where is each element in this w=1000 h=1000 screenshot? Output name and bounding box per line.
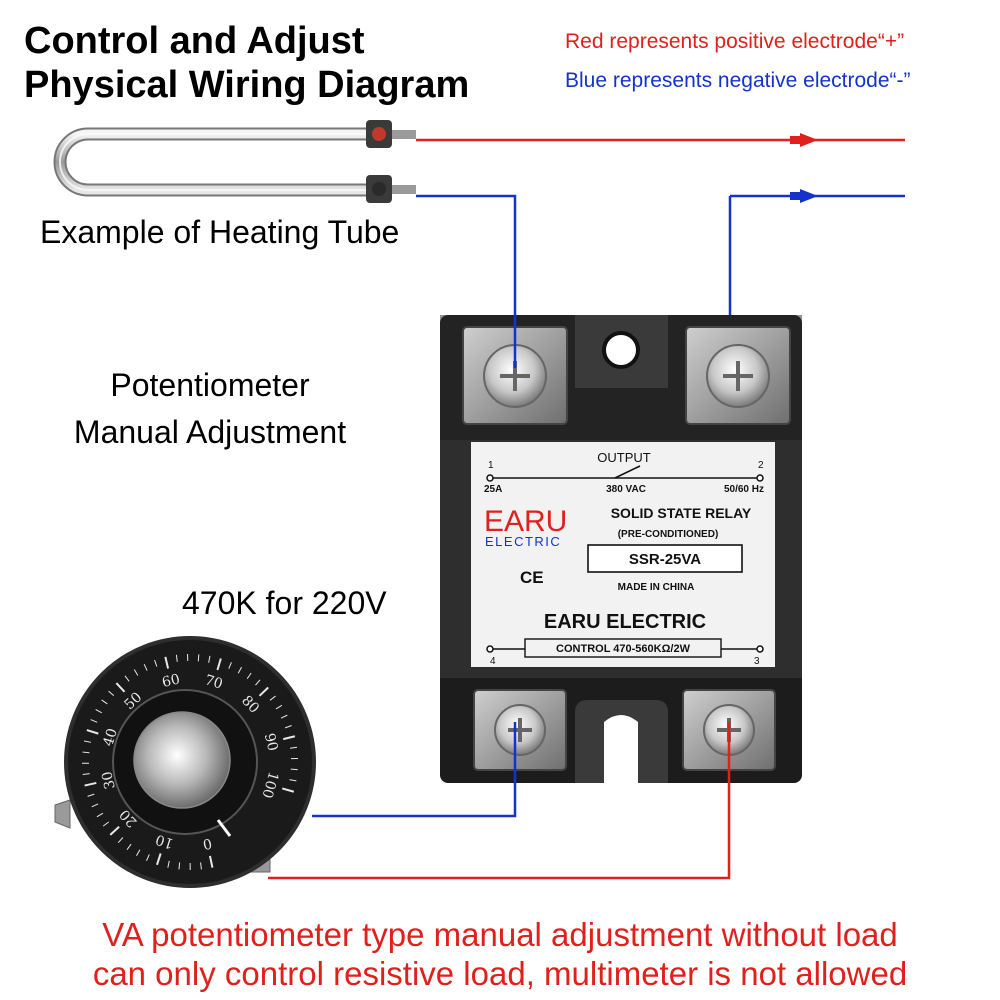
dial-tick [154,659,158,667]
dial-tick [109,825,120,836]
dial-tick [280,714,288,719]
ce-mark: CE [520,568,544,587]
potentiometer-label-line-2: Manual Adjustment [73,414,347,450]
dial-tick [136,849,141,857]
dial-tick [269,695,276,701]
heating-tube-label: Example of Heating Tube [40,214,400,250]
dial-tick [133,669,139,676]
dial-tick [282,735,296,741]
dial-scale-label: 70 [203,672,225,692]
dial-tick [282,787,295,793]
knob [133,711,231,809]
arrow-right-icon [800,189,818,203]
dial-tick [101,699,108,705]
legend-positive: Red represents positive electrode“+” [565,30,905,53]
dial-tick [284,725,292,729]
control-wire-positive [268,722,731,880]
relay-terminal-2-label: 2 [758,460,764,471]
dial-tick [246,672,252,680]
dial-tick [115,682,126,693]
solid-state-relay: OUTPUT 1 2 25A 380 VAC 50/60 Hz EARU ELE… [440,315,802,783]
dial-tick [237,666,243,674]
dial-tick [289,746,298,749]
dial-tick [200,862,202,870]
dial-tick [108,690,115,697]
dial-tick [82,751,90,754]
dial-tick [84,781,97,787]
made-in-label: MADE IN CHINA [618,582,695,593]
title-line-1: Control and Adjust [24,20,365,62]
dial-scale-label: 10 [154,831,176,852]
dial-tick [124,675,130,682]
relay-terminal-1-label: 1 [488,460,494,471]
earu-logo: EARU [484,505,567,538]
relay-voltage-rating: 380 VAC [606,484,646,495]
dial-scale-label: 90 [261,732,281,753]
warning-line-1: VA potentiometer type manual adjustment … [102,916,898,953]
warning-line-2: can only control resistive load, multime… [92,955,908,992]
dial-tick [258,686,269,697]
dial-tick [90,719,98,723]
legend-negative: Blue represents negative electrode“-” [565,69,911,92]
dial-tick [95,709,103,714]
relay-output-label: OUTPUT [597,450,651,465]
dial-scale-label: 100 [258,770,281,800]
dial-tick [102,821,110,827]
dial-tick [197,654,200,662]
dial-tick [83,740,92,743]
relay-maker-label: EARU ELECTRIC [544,611,706,633]
control-wire-negative [312,722,517,818]
relay-terminal-4-label: 4 [490,656,496,667]
knob-pointer [216,819,232,837]
rating-label: 470K for 220V [182,585,387,621]
dial-tick [91,803,99,808]
dial-tick [156,853,162,866]
dial-tick [143,664,148,671]
dial-tick [87,793,95,797]
dial-tick [255,679,261,686]
dial-tick [178,862,181,870]
dial-tick [216,658,222,671]
dial-tick [146,854,150,862]
dial-tick [208,855,214,868]
load-wire [416,194,517,368]
dial-tick [175,654,178,662]
dial-scale-label: 0 [201,834,213,852]
dial-ticks [82,654,298,871]
dial-tick [208,655,211,663]
dial-scale-label: 60 [161,671,182,691]
dial-tick [228,662,232,669]
dial-tick [117,837,124,844]
relay-preconditioned-label: (PRE-CONDITIONED) [618,529,719,540]
relay-terminal-3-label: 3 [754,656,760,667]
dial-tick [82,773,90,775]
earu-logo-subtitle: ELECTRIC [485,534,561,549]
dial-tick [126,843,132,851]
relay-type-label: SOLID STATE RELAY [611,505,752,521]
potentiometer-label-line-1: Potentiometer [110,367,310,403]
relay-control-spec: CONTROL 470-560KΩ/2W [556,643,691,655]
title-line-2: Physical Wiring Diagram [24,64,470,106]
relay-model-label: SSR-25VA [629,551,701,568]
dial-tick [275,704,283,710]
dial-tick [96,812,104,818]
arrow-right-icon [800,133,818,147]
dial-tick [86,729,99,735]
relay-current-rating: 25A [484,484,502,495]
heating-tube [53,120,416,203]
dial-tick [289,779,297,782]
relay-frequency-rating: 50/60 Hz [724,484,764,495]
dial-tick [167,860,170,868]
dial-tick [164,656,170,669]
